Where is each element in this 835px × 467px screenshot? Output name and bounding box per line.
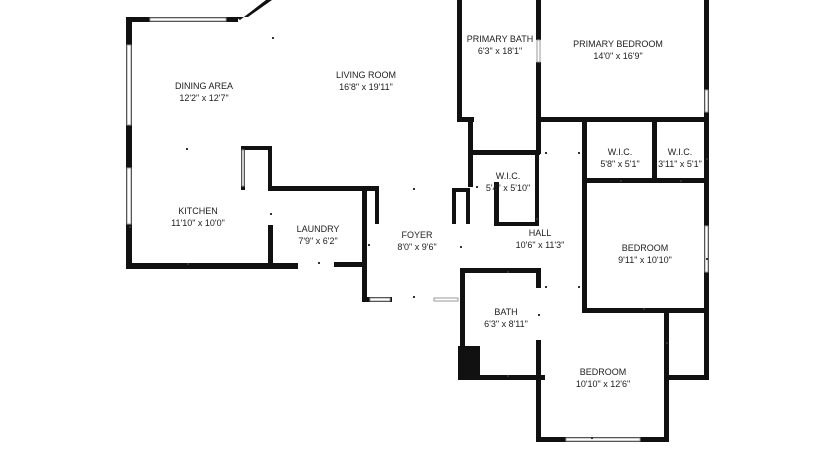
room-label-bath: BATH 6'3" x 8'11" (484, 306, 528, 330)
windows-bedroom-right (704, 225, 709, 273)
fixture-markers (129, 37, 708, 439)
room-label-wic-left: W.I.C. 5'8" x 5'1" (600, 146, 639, 170)
room-name: BEDROOM (621, 243, 669, 253)
room-dims: 10'6" x 11'3" (515, 240, 565, 250)
room-dims: 10'10" x 12'6" (575, 379, 631, 389)
room-name: HALL (528, 228, 552, 238)
room-label-wic-right: W.I.C. 3'11" x 5'1" (658, 146, 702, 170)
room-dims: 5'8" x 5'1" (600, 159, 640, 169)
room-label-bedroom-right: BEDROOM 9'11" x 10'10" (618, 242, 672, 266)
room-dims: 9'11" x 10'10" (618, 255, 672, 265)
room-dims: 14'0" x 16'9" (593, 51, 643, 61)
room-dims: 3'11" x 5'1" (658, 159, 702, 169)
room-label-primary-bath: PRIMARY BATH 6'3" x 18'1" (467, 33, 534, 57)
room-label-foyer: FOYER 8'0" x 9'6" (397, 229, 436, 253)
walls-left-block (126, 0, 392, 302)
windows-bath-bottom (433, 297, 641, 442)
room-label-wic-center: W.I.C. 5'4" x 5'10" (486, 170, 530, 194)
room-name: LIVING ROOM (335, 70, 397, 80)
room-dims: 11'10" x 10'0" (171, 218, 225, 228)
room-name: W.I.C. (667, 147, 693, 157)
room-dims: 6'3" x 8'11" (484, 319, 528, 329)
room-label-primary-bedroom: PRIMARY BEDROOM 14'0" x 16'9" (573, 38, 663, 62)
walls-bedroom-right (582, 117, 709, 313)
room-label-living: LIVING ROOM 16'8" x 19'11" (336, 69, 396, 93)
room-dims: 12'2" x 12'7" (179, 93, 229, 103)
room-label-dining: DINING AREA 12'2" x 12'7" (175, 80, 233, 104)
walls-primary-suite (452, 0, 709, 229)
room-dims: 5'4" x 5'10" (485, 183, 531, 193)
room-name: KITCHEN (178, 206, 218, 216)
room-dims: 7'9" x 6'2" (298, 236, 338, 246)
room-name: PRIMARY BEDROOM (573, 39, 663, 49)
room-name: PRIMARY BATH (466, 34, 534, 44)
room-name: DINING AREA (174, 81, 234, 91)
room-label-kitchen: KITCHEN 11'10" x 10'0" (171, 205, 225, 229)
room-name: W.I.C. (495, 171, 521, 181)
room-name: FOYER (401, 230, 433, 240)
windows-left-block (126, 17, 391, 302)
room-label-bedroom-bottom: BEDROOM 10'10" x 12'6" (576, 366, 630, 390)
windows-primary-suite (536, 39, 709, 113)
room-name: LAUNDRY (296, 224, 340, 234)
room-name: BEDROOM (579, 367, 627, 377)
room-dims: 6'3" x 18'1" (477, 46, 523, 56)
room-label-laundry: LAUNDRY 7'9" x 6'2" (297, 223, 340, 247)
room-name: W.I.C. (607, 147, 633, 157)
room-name: BATH (494, 307, 518, 317)
room-dims: 8'0" x 9'6" (397, 242, 437, 252)
room-label-hall: HALL 10'6" x 11'3" (516, 227, 565, 251)
room-dims: 16'8" x 19'11" (339, 82, 393, 92)
